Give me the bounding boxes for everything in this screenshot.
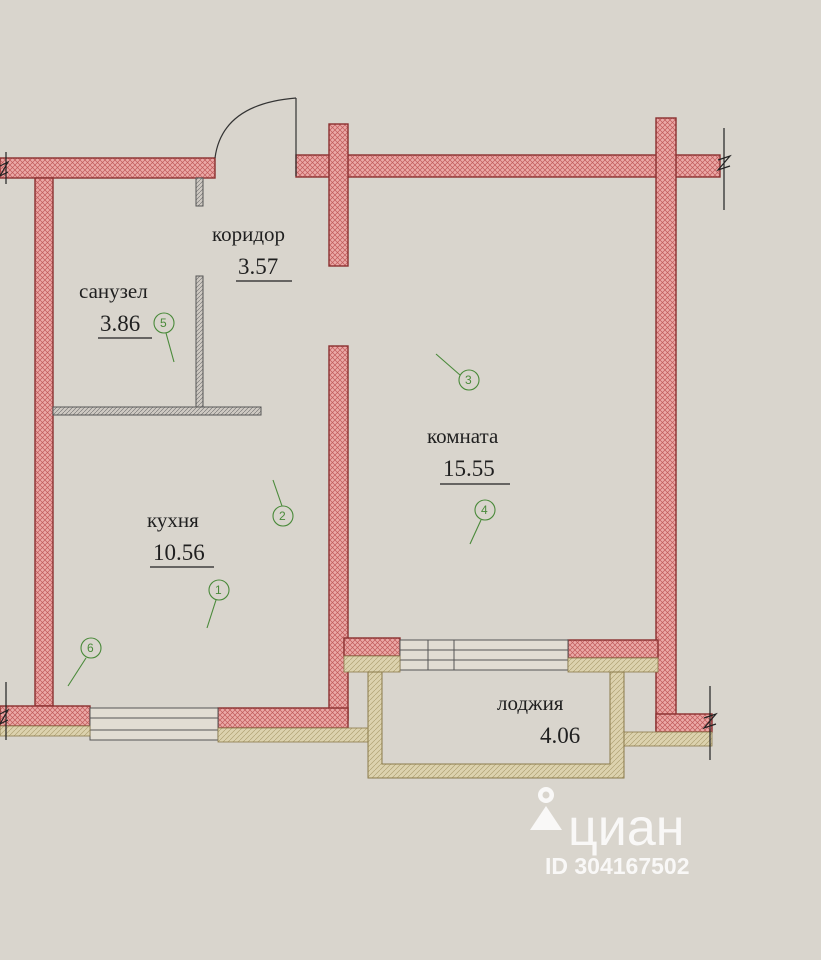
partition-bath-vertical [195,275,204,411]
partition-stub [195,177,204,207]
wall-bottom-left-a [0,705,91,727]
marker-6: 6 [67,637,102,687]
room-labels: коридор 3.57 санузел 3.86 комната 15.55 … [79,222,580,748]
bathroom-area: 3.86 [100,311,140,336]
loggia-name: лоджия [497,691,564,715]
room-name: комната [427,424,499,448]
partition-bath-horizontal [52,406,262,416]
kitchen-area: 10.56 [153,540,205,565]
wall-balcony-left [343,637,401,657]
loggia-area: 4.06 [540,723,580,748]
svg-text:4: 4 [481,503,488,517]
svg-text:2: 2 [279,509,286,523]
loggia [367,671,625,779]
wall-left [34,177,54,707]
corridor-area: 3.57 [238,254,278,279]
windows [89,639,569,741]
marker-5: 5 [153,312,175,363]
room-area: 15.55 [443,456,495,481]
wall-right [655,117,677,731]
balcony-door [399,639,569,671]
marker-4: 4 [469,499,496,545]
kitchen-name: кухня [147,508,199,532]
svg-text:6: 6 [87,641,94,655]
wall-bottom-left-b [217,707,349,729]
wall-right-foot [655,713,713,733]
wall-top-left [0,157,216,179]
watermark-brand: циан [568,799,684,857]
break-marks [0,128,732,760]
marker-2: 2 [272,479,294,527]
watermark-id: ID 304167502 [545,853,690,879]
entrance-door [214,97,297,176]
corridor-name: коридор [212,222,285,246]
marker-1: 1 [206,579,230,629]
svg-text:1: 1 [215,583,222,597]
markers: 1 2 3 4 5 6 [67,312,496,687]
bathroom-name: санузел [79,279,148,303]
partitions [52,177,262,416]
svg-text:3: 3 [465,373,472,387]
walls [0,117,721,733]
kitchen-window [89,707,219,741]
map-pin-icon [530,787,562,830]
marker-3: 3 [435,353,480,391]
wall-balcony-right [567,639,659,659]
wall-corridor-stub [328,123,349,267]
svg-text:5: 5 [160,316,167,330]
watermark: циан ID 304167502 [530,787,690,879]
